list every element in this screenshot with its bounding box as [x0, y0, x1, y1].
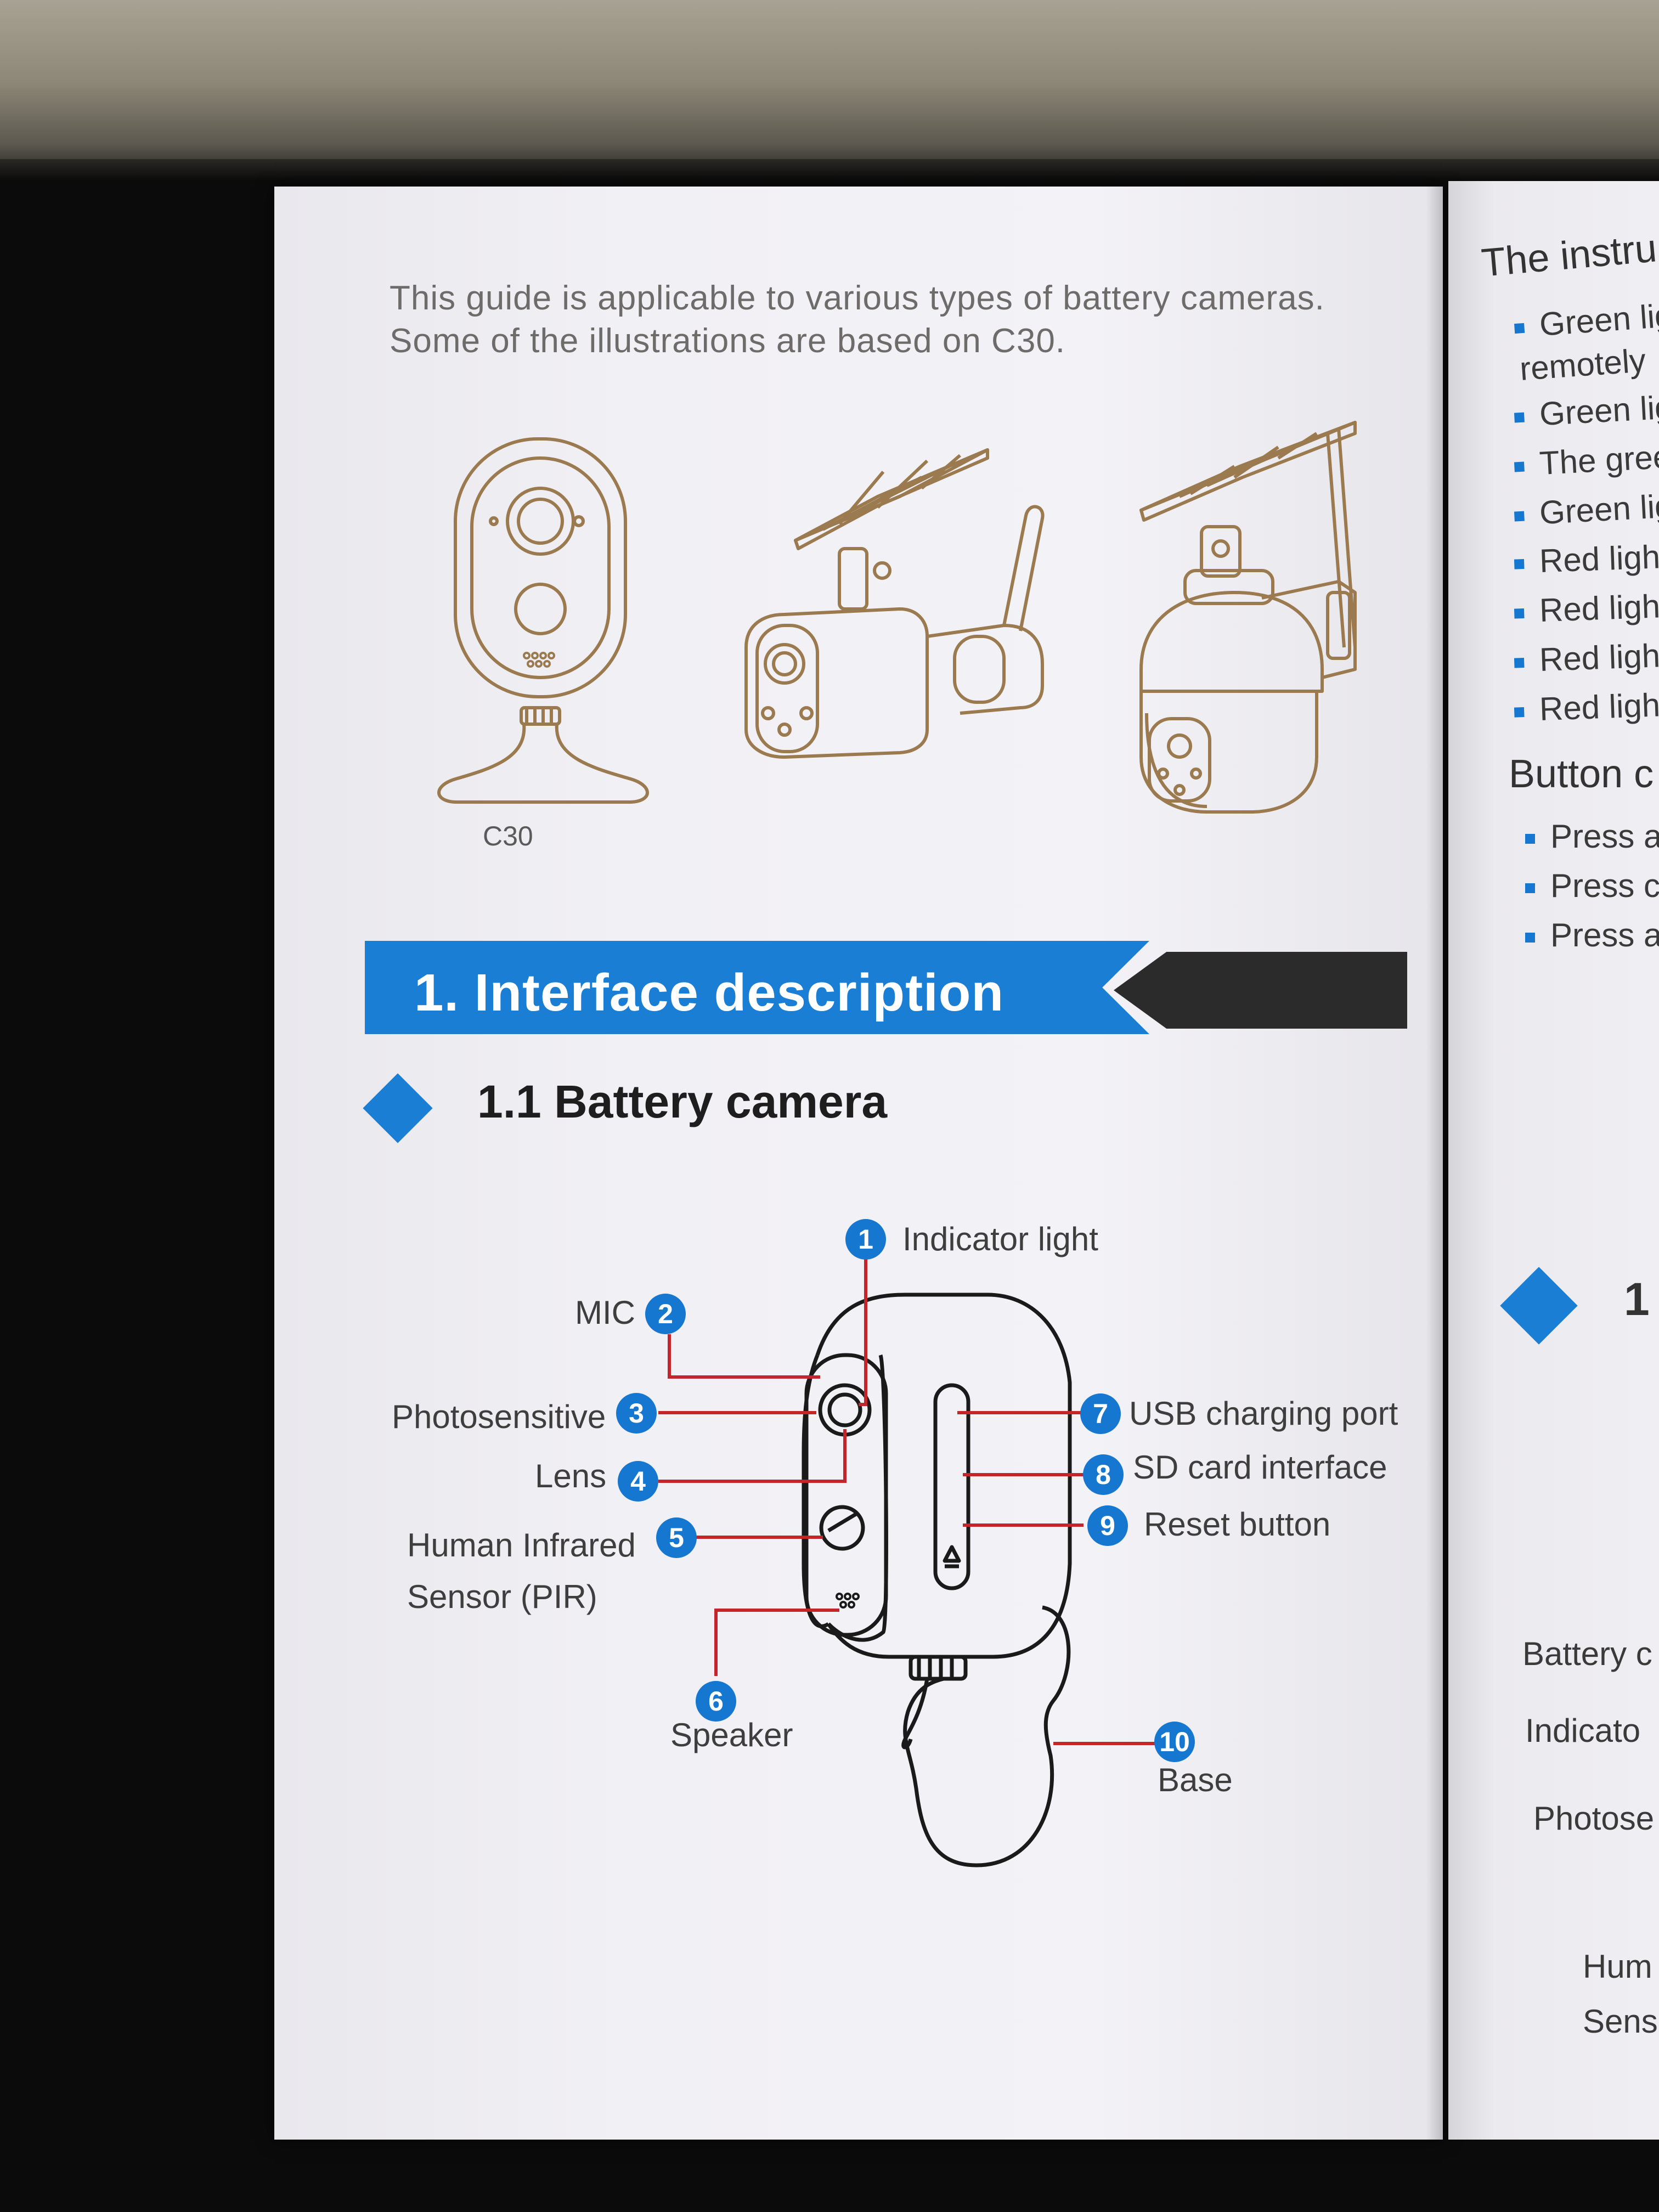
right-page-label: Hum	[1583, 1948, 1652, 1985]
intro-text: This guide is applicable to various type…	[390, 279, 1325, 360]
table-surface	[0, 0, 1659, 181]
right-page-button-item: Press a	[1525, 817, 1659, 855]
right-page-list-item: Green lig	[1513, 296, 1659, 345]
callout-badge-10: 10	[1154, 1722, 1195, 1762]
right-page-list-item: Red ligh	[1514, 538, 1659, 580]
callout-badge-1: 1	[845, 1219, 886, 1260]
right-page-list-item: Red ligh	[1514, 587, 1659, 630]
c30-label: C30	[483, 821, 533, 851]
callout-lines	[658, 1259, 1158, 1745]
right-page-list-item: Green lig	[1513, 487, 1659, 533]
callout-label-photosensitive: Photosensitive	[392, 1398, 606, 1435]
callout-label-indicator-light: Indicator light	[902, 1221, 1098, 1257]
solar-ptz-camera-drawing	[1139, 421, 1357, 814]
right-page-label: Indicato	[1525, 1712, 1641, 1749]
solar-bullet-camera-drawing	[744, 448, 1045, 759]
right-page-list-item: remotely	[1518, 342, 1647, 387]
right-page-button-heading: Button c	[1509, 752, 1654, 796]
callout-badge-5: 5	[656, 1517, 697, 1558]
right-page-diamond-icon	[1500, 1267, 1578, 1345]
callout-label-pir-line1: Human Infrared	[407, 1527, 636, 1564]
right-page-button-item: Press c	[1525, 867, 1659, 905]
right-page-label: Battery c	[1522, 1635, 1652, 1672]
callout-label-mic: MIC	[575, 1294, 635, 1331]
section-title: 1. Interface description	[414, 963, 1004, 1022]
callout-label-sd-card-interface: SD card interface	[1133, 1449, 1387, 1486]
table-edge	[0, 159, 1659, 181]
right-page-list-item: The gree	[1513, 438, 1659, 484]
right-page-button-item: Press a	[1525, 916, 1659, 954]
subsection-title: 1.1 Battery camera	[477, 1076, 888, 1127]
right-page-subsection-number: 1	[1624, 1273, 1650, 1325]
callout-label-pir-line2: Sensor (PIR)	[407, 1578, 597, 1615]
callout-badge-8: 8	[1083, 1454, 1124, 1495]
right-page-list-item: Red ligh	[1514, 636, 1659, 679]
callout-label-usb-charging-port: USB charging port	[1129, 1395, 1398, 1432]
section-header-tab	[1114, 952, 1407, 1029]
callout-badge-2: 2	[645, 1294, 686, 1334]
callout-label-speaker: Speaker	[670, 1717, 793, 1753]
callout-badge-3: 3	[616, 1393, 657, 1434]
callout-badge-6: 6	[696, 1681, 736, 1722]
c30-camera-drawing	[437, 437, 649, 804]
callout-badge-9: 9	[1087, 1505, 1128, 1546]
section-header-bar	[365, 941, 1149, 1034]
callout-label-lens: Lens	[535, 1458, 607, 1494]
right-page-label: Sens	[1583, 2003, 1658, 2040]
callout-badge-7: 7	[1080, 1393, 1121, 1434]
callout-badge-4: 4	[618, 1461, 658, 1502]
right-page-list-item: Red ligh	[1514, 686, 1659, 729]
callout-label-base: Base	[1158, 1762, 1233, 1798]
manual-page-right: The instru Green lig remotely Green lig …	[1448, 181, 1659, 2140]
right-page-heading: The instru	[1480, 226, 1659, 285]
right-page-label: Photose	[1533, 1800, 1655, 1837]
right-page-list-item: Green lig	[1513, 388, 1659, 434]
callout-label-reset-button: Reset button	[1144, 1506, 1331, 1543]
camera-body-drawing	[802, 1293, 1072, 1867]
